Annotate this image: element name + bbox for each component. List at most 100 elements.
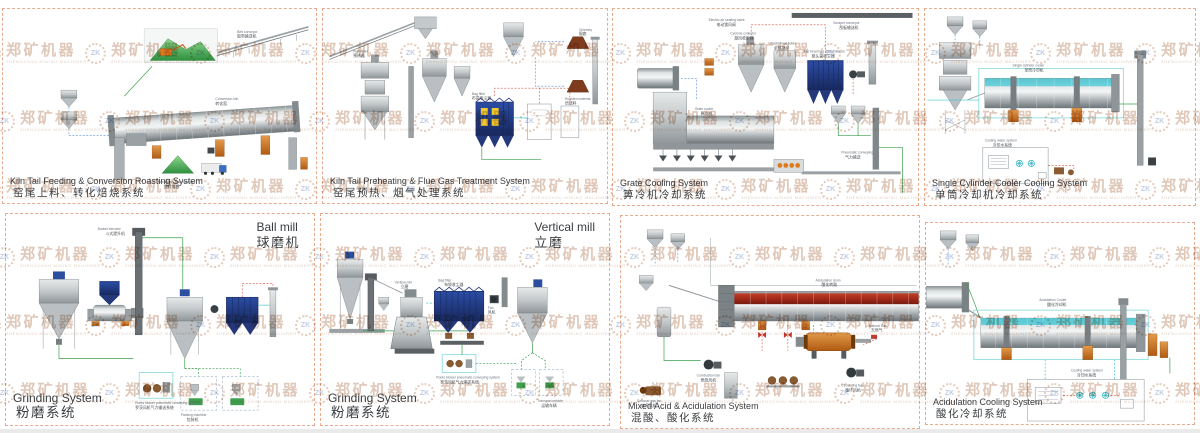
panel-acidulation-cooling: Acidulation Cooler 酸化冷却机 Cooling water s… (925, 222, 1195, 425)
label-gas-en: Natural Gas (869, 324, 887, 328)
panel-single-cylinder-cooler: Single cylinder cooler 单筒冷却机 Cooling wat… (924, 8, 1196, 206)
top-bins (939, 230, 980, 252)
label-head-filter-zh: 窑头袋收尘器 (812, 54, 835, 59)
diagram-preheating-flue-gas: Bag filter 布袋收尘器 Preheater 预热器 Chimney 烟… (329, 16, 600, 160)
top-bins (946, 16, 988, 38)
label-cws-zh: 冷却水系统 (1077, 372, 1096, 377)
bucket-elevator (1134, 50, 1147, 166)
label-cws-zh: 冷却水系统 (993, 143, 1012, 148)
panel-ball-mill-grinding: Bucket elevator 斗式提升机 Roots blower pneum… (5, 213, 315, 426)
panel-mixed-acid-acidulation: Acidulation drum 酸化转鼓 Natural Gas 天然气 Co… (620, 215, 920, 429)
panel6-title: Grinding System 粉磨系统 (328, 391, 417, 421)
chimney (590, 36, 600, 105)
feed-conveyor (329, 328, 385, 333)
panel5-corner-en: Ball mill (256, 220, 298, 234)
loadout-station-2 (538, 369, 564, 396)
panel6-corner-zh: 立磨 (534, 235, 564, 250)
label-comb-fan-en: Combustion fan (697, 373, 721, 377)
label-scraper-zh: 刮板输送机 (839, 25, 858, 30)
panel3-title-zh: 箅冷机冷却系统 (623, 188, 707, 201)
panel6-title-en: Grinding System (328, 390, 417, 405)
preheater-tower (360, 54, 389, 140)
mill-fan (210, 305, 219, 314)
label-belt-conveyor-zh: 胶带输送机 (237, 34, 256, 39)
label-chimney-zh: 烟囱 (579, 31, 587, 36)
label-mill-en: Vertical mill (395, 280, 412, 284)
rotary-feeder (378, 297, 389, 312)
waste-heat-boiler (773, 50, 797, 93)
bag-filter (475, 97, 514, 148)
discharge-chutes (1147, 333, 1169, 358)
label-conversion-kiln-zh: 转化窑 (215, 101, 227, 106)
panel6-corner-title: Vertical mill 立磨 (534, 220, 595, 251)
system-fan (489, 295, 499, 304)
kiln-head-cylinder (637, 66, 680, 91)
incline-conveyor (329, 16, 437, 60)
label-circ-fan-en: Circulating fan (841, 383, 863, 387)
pneumatic-conveying-hoppers (830, 105, 880, 170)
feed-silo (336, 251, 364, 331)
kiln-head-bag-filter (807, 60, 844, 105)
label-exhaust-fan-en: Exhaust gas fan (637, 399, 661, 403)
scraper-conveyor (791, 12, 913, 18)
feed-hoppers (60, 89, 78, 130)
bucket-elevator (408, 66, 414, 138)
acidulation-drum (718, 285, 919, 331)
panel1-title-en: Kiln Tail Feeding & Conversion Roasting … (10, 176, 203, 187)
spray-towers (527, 103, 580, 140)
panel8-title: Acidulation Cooling System 酸化冷却系统 (933, 397, 1043, 420)
label-preheater-zh: 预热器 (353, 53, 365, 58)
panel5-title: Grinding System 粉磨系统 (13, 391, 102, 421)
single-cylinder-cooler (984, 74, 1120, 122)
panel6-title-zh: 粉磨系统 (331, 405, 391, 421)
panel1-title-zh: 窑尾上料、转化焙烧系统 (13, 186, 145, 199)
label-drum-en: Acidulation drum (816, 278, 841, 282)
label-cws-en: Cooling water system (985, 139, 1017, 143)
conversion-kiln (107, 100, 301, 147)
panel2-title: Kiln Tail Preheating & Flue Gas Treatmen… (330, 176, 530, 199)
roasted-material-piles (566, 36, 590, 93)
panel3-title: Grate Cooling System 箅冷机冷却系统 (620, 178, 708, 201)
cyclone-collector (737, 36, 765, 93)
label-grate-en: Grate cooler (695, 107, 714, 111)
discharge-conveyor (653, 167, 802, 172)
label-shed-en: Secondary raw material (158, 180, 194, 184)
panel5-corner-title: Ball mill 球磨机 (256, 220, 300, 251)
label-comb-fan-zh: 燃烧风机 (701, 377, 717, 382)
panel4-title: Single Cylinder Cooler Cooling System 单筒… (932, 178, 1087, 201)
label-bag-filter-zh: 布袋收尘器 (472, 96, 491, 101)
acidulation-cooler (980, 313, 1146, 360)
panel4-title-en: Single Cylinder Cooler Cooling System (932, 178, 1088, 189)
panel-grate-cooling: Electric air sealing valve 电动锁风阀 Cyclone… (612, 8, 919, 206)
packing-station-2 (222, 376, 259, 411)
label-cws-en: Cooling water system (1071, 369, 1103, 373)
diagram-ball-mill-grinding: Bucket elevator 斗式提升机 Roots blower pneum… (38, 227, 278, 422)
label-elevator-zh: 斗式提升机 (106, 231, 125, 236)
combustion-fan (703, 359, 722, 370)
panel7-title-en: Mixed Acid & Acidulation System (628, 401, 759, 412)
bottom-strip (0, 429, 1200, 433)
stack (501, 277, 508, 308)
cyclone-group (422, 50, 471, 103)
small-fan (1148, 157, 1157, 166)
diagram-grate-cooling: Electric air sealing valve 电动锁风阀 Cyclone… (637, 12, 913, 194)
label-filter-zh: 布袋收尘器 (444, 282, 463, 287)
label-conversion-kiln-en: Conversion kiln (215, 97, 238, 101)
watermark-gear-logo: ZK (0, 315, 1, 336)
chimney (267, 287, 278, 338)
circulating-fan (846, 367, 865, 378)
panel8-title-zh: 酸化冷却系统 (936, 407, 1008, 420)
bag-filter (434, 286, 485, 345)
label-gas-zh: 天然气 (871, 327, 883, 332)
label-pneumatic-en: Pneumatic conveying (841, 151, 873, 155)
panel5-title-en: Grinding System (13, 390, 102, 405)
label-cooler-zh: 酸化冷却机 (1047, 302, 1066, 307)
classifier-silo (166, 289, 203, 360)
label-cyclone-zh: 旋风收尘器 (734, 36, 753, 41)
vertical-mill (390, 289, 435, 354)
hammer-crusher (773, 159, 804, 173)
label-roasted-zh: 焙烧料 (565, 101, 577, 106)
label-transport-zh: 运输车辆 (541, 403, 557, 408)
pump (1054, 167, 1064, 175)
label-filter-en: Bag filter (438, 278, 452, 282)
